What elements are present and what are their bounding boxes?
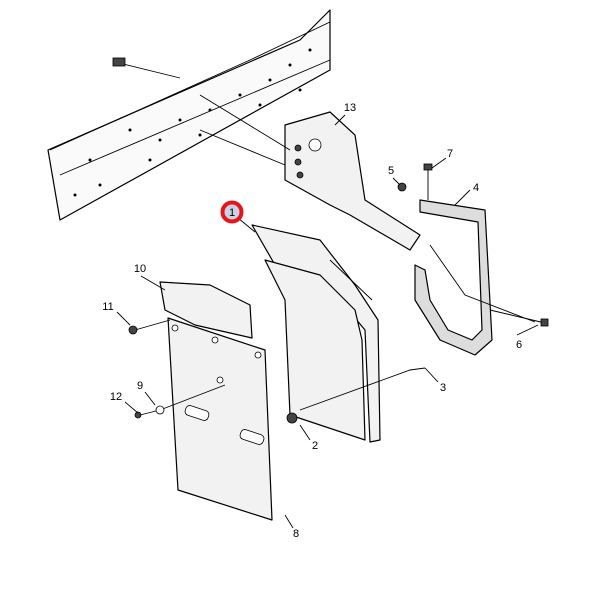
- frame-rail: [47, 9, 331, 221]
- callout-1[interactable]: 1: [229, 207, 235, 219]
- frame-bolt: [114, 61, 181, 79]
- callout-8[interactable]: 8: [293, 528, 299, 540]
- callout-11[interactable]: 11: [102, 301, 113, 313]
- callout-3[interactable]: 3: [440, 382, 446, 394]
- mud-flap-8: [167, 317, 273, 521]
- callout-12[interactable]: 12: [110, 391, 122, 403]
- callout-9[interactable]: 9: [137, 380, 143, 392]
- callout-5[interactable]: 5: [388, 165, 394, 177]
- callout-1-highlight[interactable]: 1: [220, 200, 244, 224]
- bracket-4: [414, 199, 536, 356]
- plate-10: [159, 281, 253, 339]
- fasteners: [128, 163, 549, 424]
- callout-6[interactable]: 6: [516, 339, 522, 351]
- callout-7[interactable]: 7: [447, 148, 453, 160]
- callout-13[interactable]: 13: [344, 102, 356, 114]
- leader-lines: [116, 114, 539, 529]
- bracket-13: [199, 94, 421, 251]
- callout-2[interactable]: 2: [312, 440, 318, 452]
- splash-shield-1: [251, 224, 426, 443]
- callout-10[interactable]: 10: [134, 263, 146, 275]
- callout-4[interactable]: 4: [473, 182, 479, 194]
